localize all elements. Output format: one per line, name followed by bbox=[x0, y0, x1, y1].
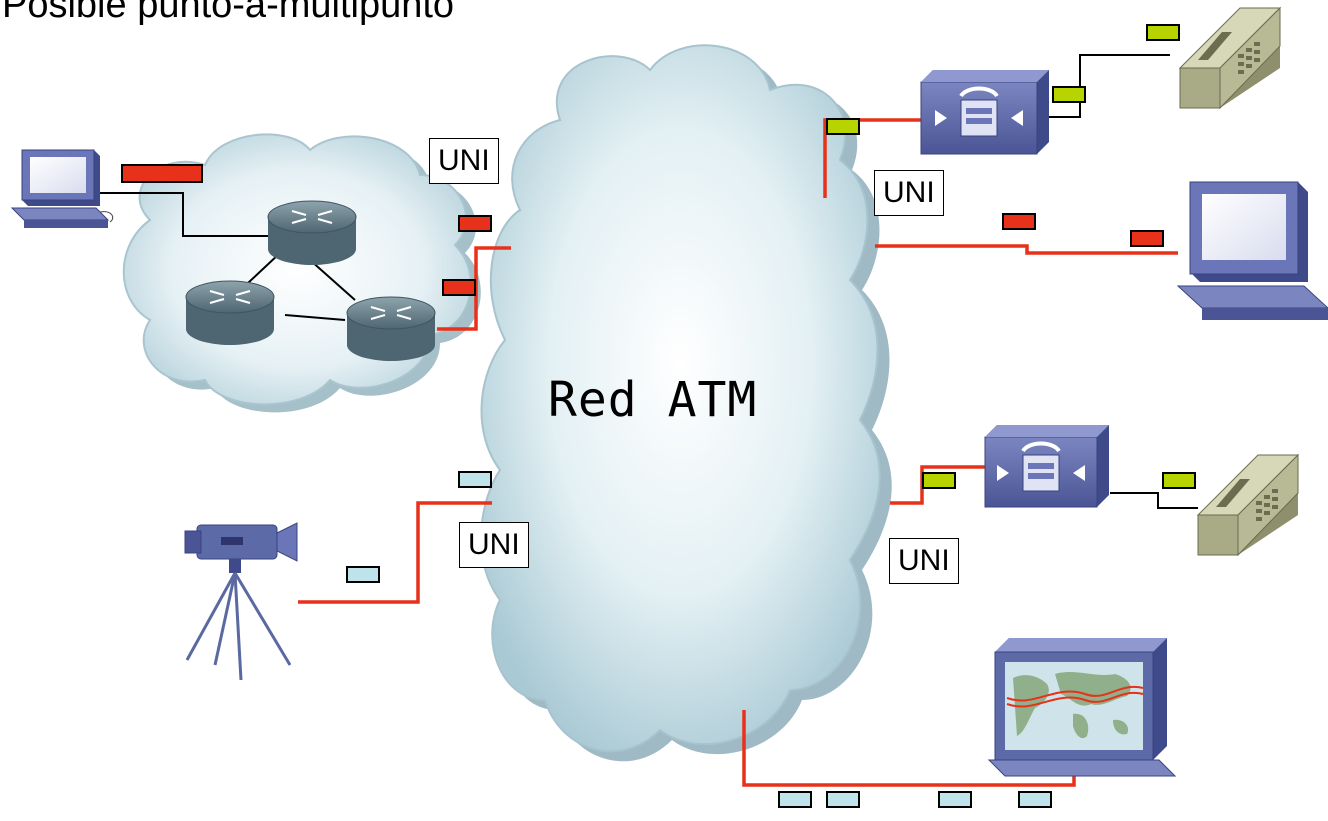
video-cell bbox=[458, 471, 492, 488]
voice-cell bbox=[1052, 86, 1086, 103]
data-cell bbox=[1002, 213, 1036, 230]
uni-label: UNI bbox=[889, 538, 959, 584]
video-cell bbox=[778, 791, 812, 808]
video-cell bbox=[826, 791, 860, 808]
computer-to-router-link bbox=[95, 192, 268, 237]
router-icon bbox=[346, 296, 436, 361]
world-map-monitor-icon bbox=[987, 638, 1177, 777]
data-cell bbox=[1130, 230, 1164, 247]
voice-cell bbox=[1146, 24, 1180, 41]
atm-link-pbx-top bbox=[823, 118, 921, 198]
video-cell bbox=[346, 566, 380, 583]
computer-icon bbox=[10, 149, 114, 228]
pbx-phone-link-bottom bbox=[1110, 492, 1198, 509]
pbx-icon bbox=[920, 70, 1049, 155]
video-camera-icon bbox=[184, 522, 298, 681]
data-cell bbox=[458, 215, 492, 232]
router-link-b bbox=[309, 259, 356, 301]
data-cell bbox=[121, 164, 203, 183]
atm-link-camera bbox=[298, 501, 492, 604]
atm-network-label: Red ATM bbox=[548, 372, 758, 428]
uni-label: UNI bbox=[874, 170, 944, 216]
router-link-a bbox=[247, 252, 281, 284]
voice-cell bbox=[922, 472, 956, 489]
telephone-icon bbox=[1196, 453, 1300, 557]
telephone-icon bbox=[1178, 6, 1282, 110]
uni-label: UNI bbox=[459, 522, 529, 568]
video-cell bbox=[938, 791, 972, 808]
video-cell bbox=[1018, 791, 1052, 808]
voice-cell bbox=[826, 118, 860, 135]
atm-cloud bbox=[480, 44, 892, 762]
router-icon bbox=[267, 200, 357, 265]
pbx-icon bbox=[984, 425, 1109, 508]
router-icon bbox=[185, 280, 275, 345]
atm-link-computer-right bbox=[875, 244, 1178, 255]
data-cell bbox=[442, 279, 476, 296]
cells bbox=[121, 24, 1196, 808]
uni-label: UNI bbox=[429, 138, 499, 184]
router-link-c bbox=[284, 314, 346, 321]
voice-cell bbox=[1162, 472, 1196, 489]
diagram-title: Posible punto-a-multipunto bbox=[2, 0, 455, 26]
computer-icon bbox=[1176, 181, 1328, 320]
